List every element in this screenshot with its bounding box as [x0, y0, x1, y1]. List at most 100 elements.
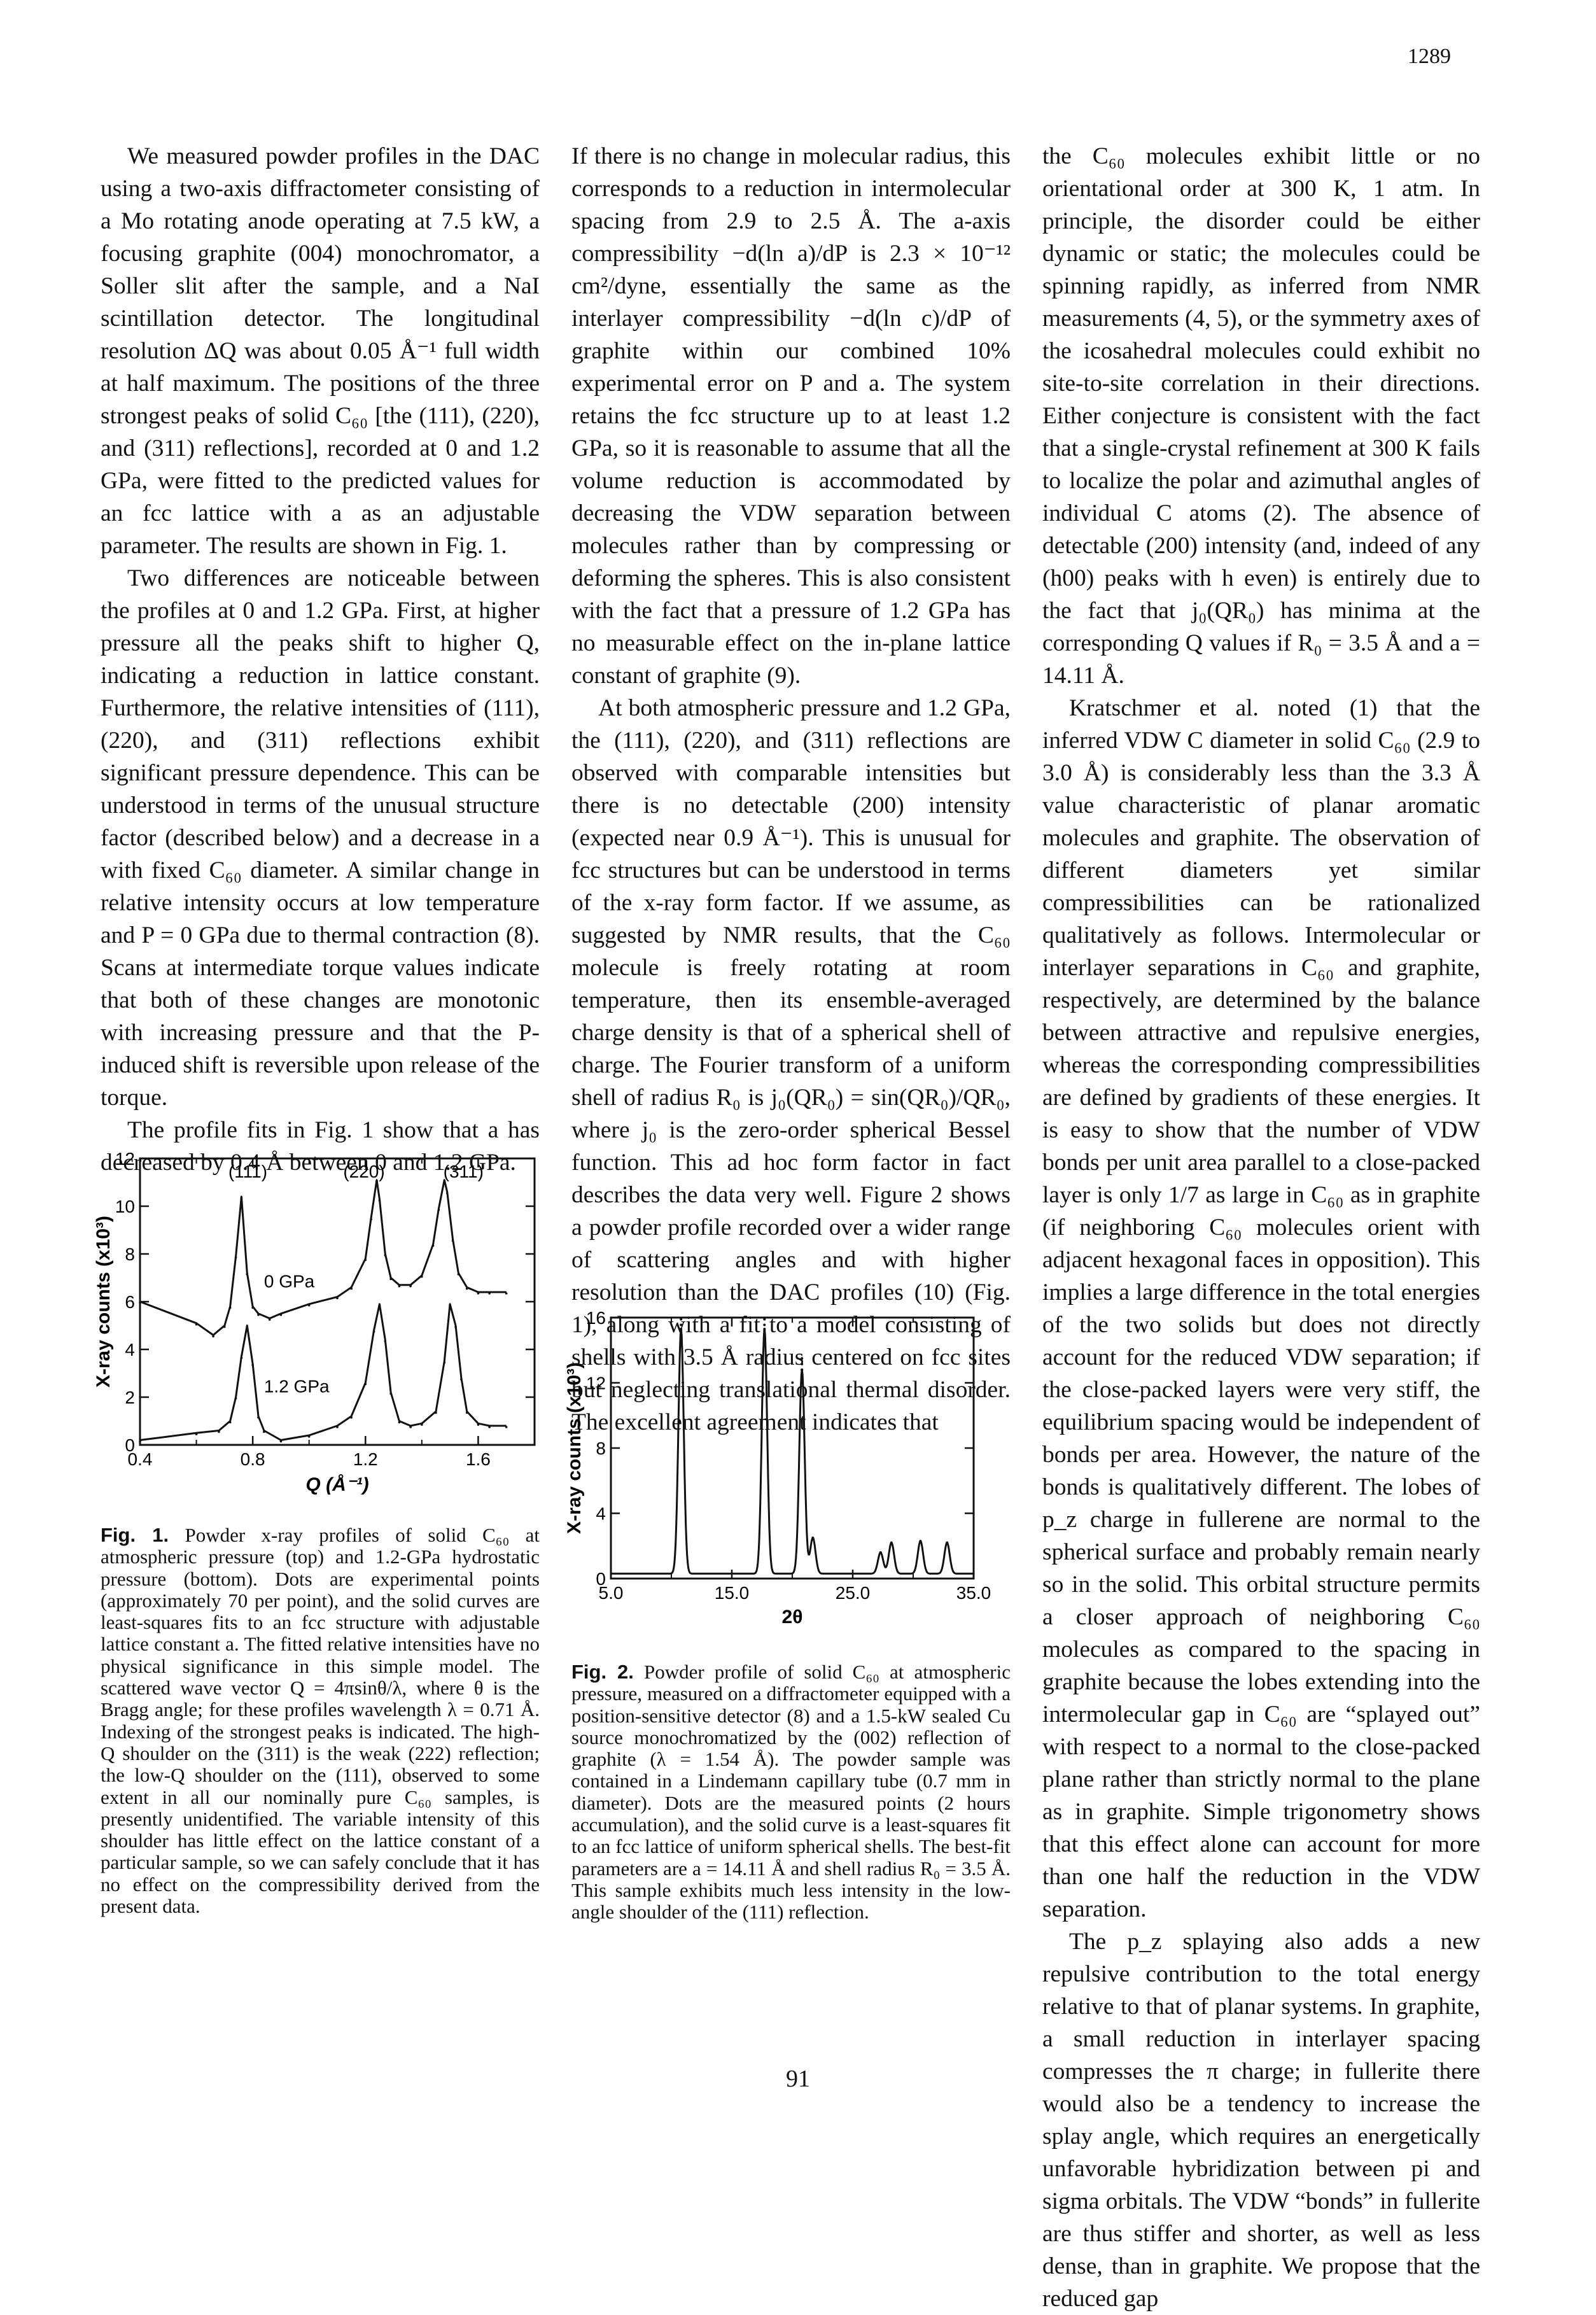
data-point [212, 1335, 214, 1338]
data-point [218, 1430, 220, 1433]
data-point [195, 1323, 198, 1326]
data-point [443, 1361, 446, 1364]
data-point [409, 1426, 412, 1428]
paragraph: Kratschmer et al. noted (1) that the inf… [1042, 695, 1480, 1922]
data-point [372, 1330, 375, 1333]
series-line [610, 1328, 974, 1575]
x-tick-label: 5.0 [599, 1583, 624, 1603]
data-point [460, 1378, 463, 1381]
data-point [763, 1323, 766, 1326]
data-point [445, 1192, 449, 1195]
x-axis-label: 2θ [782, 1607, 803, 1628]
series-line [139, 1303, 507, 1441]
y-tick-label: 4 [596, 1504, 606, 1524]
data-point [195, 1433, 198, 1436]
data-point [680, 1318, 683, 1321]
x-tick-label: 1.6 [466, 1449, 491, 1469]
page-number-top: 1289 [1408, 45, 1451, 68]
paragraph: the C₆₀ molecules exhibit little or no o… [1042, 143, 1480, 689]
y-axis-label: X-ray counts (x10³) [566, 1362, 585, 1534]
y-tick-label: 0 [125, 1435, 135, 1455]
x-tick-label: 35.0 [956, 1583, 991, 1603]
data-point [268, 1318, 271, 1321]
data-point [398, 1284, 401, 1288]
data-point [307, 1304, 311, 1307]
data-point [801, 1357, 804, 1360]
data-point [477, 1423, 480, 1426]
data-point [375, 1179, 378, 1183]
figure-2-caption: Fig. 2. Powder profile of solid C₆₀ at a… [571, 1661, 1011, 1924]
data-point [421, 1423, 423, 1426]
data-point [505, 1426, 508, 1428]
data-point [350, 1287, 353, 1290]
data-point [139, 1440, 141, 1443]
paragraph: Two differences are noticeable between t… [101, 565, 540, 1111]
data-point [457, 1273, 460, 1276]
page-number-bottom: 91 [786, 2065, 810, 2092]
figure-1-label: Fig. 1. [101, 1524, 169, 1546]
y-tick-label: 0 [596, 1569, 606, 1589]
x-tick-label: 0.4 [128, 1449, 153, 1469]
data-point [279, 1313, 283, 1316]
y-tick-label: 4 [125, 1340, 135, 1360]
data-point [465, 1287, 468, 1290]
y-tick-label: 10 [115, 1197, 135, 1216]
paragraph: If there is no change in molecular radiu… [571, 143, 1011, 689]
peak-label: (111) [228, 1162, 267, 1181]
data-point [336, 1297, 339, 1300]
column-3: the C₆₀ molecules exhibit little or no o… [1042, 140, 1480, 2315]
data-point [364, 1383, 367, 1386]
data-point [234, 1397, 237, 1400]
data-point [246, 1273, 249, 1276]
data-point [477, 1292, 480, 1295]
data-point [488, 1292, 491, 1295]
data-point [257, 1313, 260, 1316]
data-point [488, 1426, 491, 1428]
data-point [389, 1392, 392, 1395]
data-point [505, 1292, 508, 1295]
figure-1-caption-text: Powder x-ray profiles of solid C₆₀ at at… [101, 1524, 540, 1918]
data-point [398, 1421, 401, 1424]
plot-frame [139, 1157, 536, 1446]
data-point [240, 1356, 243, 1360]
series-label: 0 GPa [264, 1272, 315, 1291]
y-tick-label: 6 [125, 1292, 135, 1312]
data-point [435, 1411, 437, 1414]
data-point [454, 1325, 457, 1328]
paragraph: We measured powder profiles in the DAC u… [101, 143, 540, 559]
data-point [228, 1306, 232, 1309]
peak-label: (311) [444, 1162, 484, 1181]
data-point [443, 1179, 446, 1183]
peak-label: (220) [343, 1162, 384, 1181]
data-point [251, 1306, 254, 1309]
data-point [234, 1256, 237, 1259]
data-point [919, 1540, 922, 1543]
data-point [409, 1284, 412, 1288]
paragraph: The p_z splaying also adds a new repulsi… [1042, 1929, 1480, 2312]
x-tick-label: 0.8 [241, 1449, 265, 1469]
y-tick-label: 12 [115, 1149, 135, 1169]
figure-1-caption: Fig. 1. Powder x-ray profiles of solid C… [101, 1524, 540, 1917]
x-tick-label: 25.0 [836, 1583, 871, 1603]
data-point [307, 1435, 311, 1438]
data-point [763, 1318, 766, 1321]
data-point [240, 1197, 243, 1199]
data-point [946, 1541, 949, 1544]
data-point [449, 1304, 451, 1307]
y-tick-label: 16 [586, 1308, 606, 1328]
data-point [890, 1541, 893, 1544]
y-tick-label: 8 [125, 1244, 135, 1264]
figure-2-caption-text: Powder profile of solid C₆₀ at atmospher… [571, 1661, 1011, 1924]
x-axis-label: Q (Å⁻¹) [305, 1474, 368, 1495]
column-1: We measured powder profiles in the DAC u… [101, 140, 540, 1179]
figure-2-label: Fig. 2. [571, 1661, 634, 1683]
data-point [680, 1329, 683, 1332]
data-point [389, 1277, 392, 1281]
data-point [437, 1208, 440, 1211]
y-tick-label: 2 [125, 1388, 135, 1407]
x-tick-label: 15.0 [715, 1583, 750, 1603]
data-point [139, 1302, 141, 1304]
